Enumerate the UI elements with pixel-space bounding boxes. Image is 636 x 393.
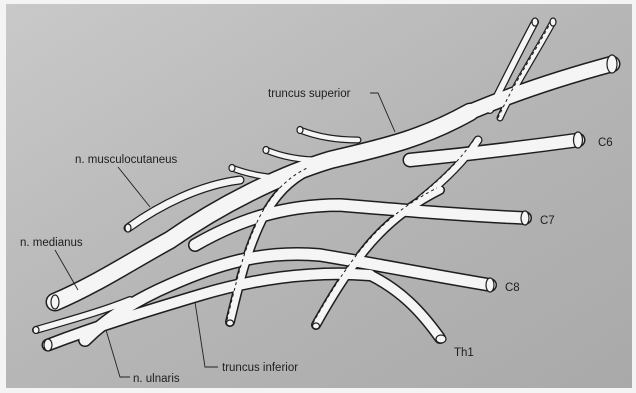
label-c7: C7: [540, 215, 555, 227]
cap-c7: [521, 211, 529, 225]
cap-posterior-2: [313, 323, 320, 329]
cap-top-2: [550, 18, 556, 26]
label-c6: C6: [598, 137, 613, 149]
cap-musculocutaneus: [125, 224, 131, 232]
label-truncus-inferior: truncus inferior: [222, 362, 298, 374]
cap-upper-2: [263, 147, 269, 154]
cap-upper-3: [229, 165, 235, 172]
cap-c8: [486, 278, 494, 292]
cap-ulnaris: [44, 339, 52, 351]
cap-medianus: [51, 295, 59, 309]
cap-c5: [607, 55, 617, 73]
label-n-medianus: n. medianus: [20, 237, 83, 249]
cap-top-1: [532, 18, 538, 26]
label-th1: Th1: [454, 347, 474, 359]
cap-small-a: [33, 327, 39, 334]
cap-th1: [436, 335, 446, 343]
cap-posterior-1: [227, 320, 234, 326]
cap-c6: [574, 132, 583, 148]
cap-upper-1: [297, 127, 303, 134]
label-truncus-superior: truncus superior: [268, 88, 351, 100]
label-n-musculocutaneus: n. musculocutaneus: [75, 154, 178, 166]
label-c8: C8: [505, 282, 520, 294]
label-n-ulnaris: n. ulnaris: [133, 373, 180, 385]
